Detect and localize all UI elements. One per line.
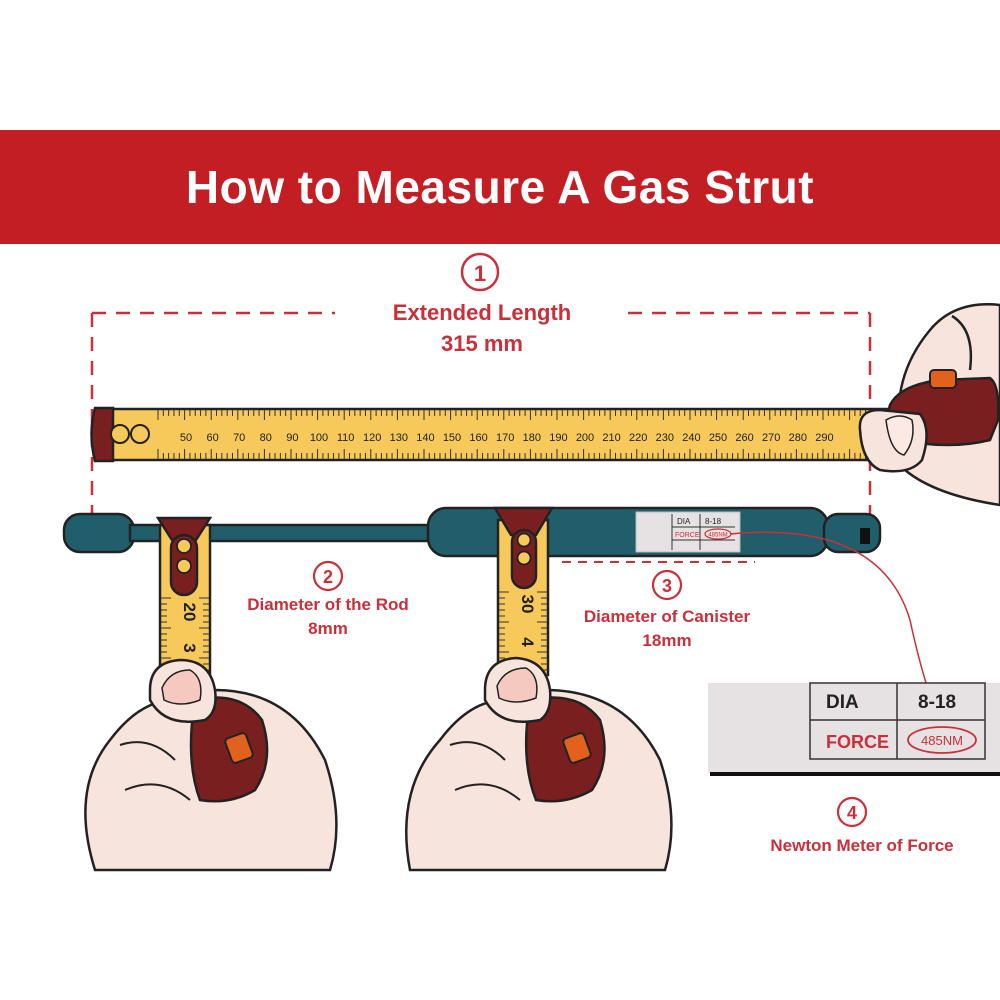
- tape-tick-label: 170: [496, 432, 514, 444]
- middle-hand-icon: [405, 656, 673, 872]
- horizontal-tape-labels: 50 60 70 80 90 100 110 120 130 140 150 160 170 180 190…: [180, 432, 834, 444]
- tape-tick-label: 160: [469, 432, 487, 444]
- step-3-title: Diameter of Canister: [584, 607, 751, 626]
- horizontal-tape-ticks: [157, 410, 883, 459]
- step-1-number: 1: [474, 261, 486, 286]
- tape-tick-label: 210: [602, 432, 620, 444]
- step-2-title: Diameter of the Rod: [247, 595, 409, 614]
- step-2-number: 2: [323, 567, 333, 587]
- extended-length-bracket: [90, 311, 872, 540]
- step-1-title: Extended Length: [393, 300, 571, 325]
- tape-tick-label: 290: [815, 432, 833, 444]
- canister-tape-label-4: 4: [518, 637, 537, 647]
- zoom-dia-label: DIA: [826, 692, 859, 713]
- tape-tick-label: 260: [735, 432, 753, 444]
- tape-tick-label: 250: [709, 432, 727, 444]
- step-2-value: 8mm: [308, 619, 348, 638]
- tape-tick-label: 220: [629, 432, 647, 444]
- canister-tape-measure: 30 4: [492, 506, 555, 677]
- tape-tick-label: 280: [789, 432, 807, 444]
- step-4-number: 4: [847, 803, 857, 823]
- tape-tick-label: 180: [523, 432, 541, 444]
- zoom-force-value: 485NM: [921, 733, 963, 748]
- canister-tape-ticks: [499, 591, 547, 671]
- tape-tick-label: 100: [310, 432, 328, 444]
- tape-tick-label: 110: [337, 432, 355, 444]
- tape-tick-label: 80: [260, 432, 272, 444]
- tape-tick-label: 90: [286, 432, 298, 444]
- step-3-label: 3 Diameter of Canister 18mm: [584, 569, 751, 650]
- step-1-label: 1 Extended Length 315 mm: [393, 252, 571, 356]
- tape-tick-label: 270: [762, 432, 780, 444]
- small-force-value: 485NM: [708, 533, 727, 539]
- rod-tape-label-20: 20: [180, 603, 199, 622]
- left-hand-icon: [84, 658, 338, 872]
- tape-tick-label: 50: [180, 432, 192, 444]
- page-title: How to Measure A Gas Strut: [185, 161, 815, 213]
- tape-tick-label: 190: [549, 432, 567, 444]
- tape-tick-label: 230: [656, 432, 674, 444]
- right-hand-icon: [858, 303, 1000, 507]
- step-2-label: 2 Diameter of the Rod 8mm: [247, 560, 409, 638]
- step-4-title: Newton Meter of Force: [770, 836, 953, 855]
- strut-left-end: [62, 512, 136, 554]
- strut-right-end: [822, 512, 882, 554]
- tape-tick-label: 200: [576, 432, 594, 444]
- step-4-label: 4 Newton Meter of Force: [770, 796, 954, 855]
- rod-tape-measure: 20 3: [155, 516, 213, 677]
- step-3-number: 3: [662, 576, 672, 596]
- force-value-highlight: [907, 726, 977, 754]
- step-1-number-circle: [460, 252, 500, 292]
- title-banner: How to Measure A Gas Strut: [0, 130, 1000, 244]
- horizontal-tape-measure: 50 60 70 80 90 100 110 120 130 140 150 160 170 180 190…: [90, 406, 892, 463]
- small-dia-label: DIA: [677, 517, 691, 526]
- tape-tick-label: 150: [443, 432, 461, 444]
- small-dia-value: 8-18: [705, 517, 722, 526]
- tape-tick-label: 130: [390, 432, 408, 444]
- tape-tick-label: 240: [682, 432, 700, 444]
- step-3-value: 18mm: [642, 631, 691, 650]
- tape-tick-label: 60: [206, 432, 218, 444]
- force-label-zoom: DIA 8-18 FORCE 485NM: [708, 682, 1000, 776]
- zoom-force-label: FORCE: [826, 732, 889, 752]
- tape-tick-label: 120: [363, 432, 381, 444]
- step-1-value: 315 mm: [441, 331, 523, 356]
- tape-hook: [90, 406, 115, 463]
- small-force-label: FORCE: [675, 532, 700, 539]
- tape-tick-label: 70: [233, 432, 245, 444]
- zoom-dia-value: 8-18: [918, 692, 956, 713]
- strut-label-sticker: [635, 511, 741, 553]
- rod-tape-label-3: 3: [180, 643, 199, 652]
- tape-tick-label: 140: [416, 432, 434, 444]
- canister-tape-label-30: 30: [518, 595, 537, 614]
